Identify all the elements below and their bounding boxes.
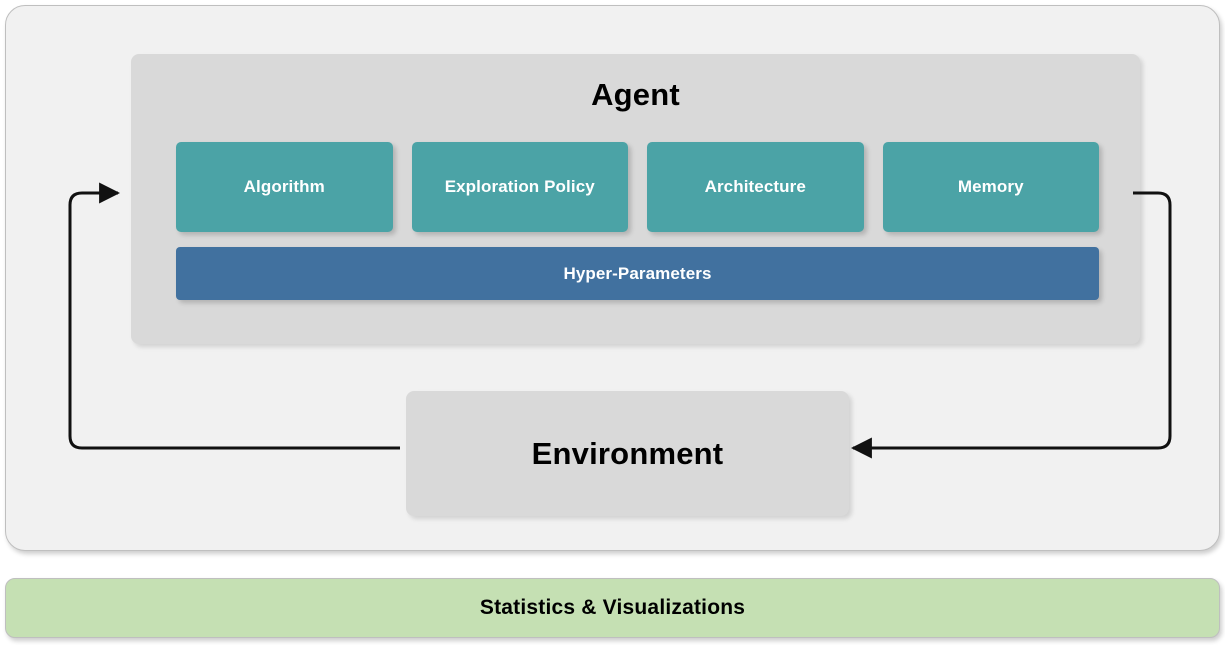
hyper-parameters-bar[interactable]: Hyper-Parameters — [176, 247, 1099, 300]
agent-component-memory[interactable]: Memory — [882, 142, 1099, 232]
statistics-visualizations-banner[interactable]: Statistics & Visualizations — [5, 578, 1220, 638]
agent-component-architecture[interactable]: Architecture — [647, 142, 864, 232]
agent-component-exploration-policy[interactable]: Exploration Policy — [411, 142, 628, 232]
environment-box[interactable]: Environment — [406, 391, 849, 516]
agent-panel-title: Agent — [591, 77, 680, 112]
agent-panel: Agent Algorithm Exploration Policy Archi… — [131, 54, 1140, 344]
agent-component-algorithm[interactable]: Algorithm — [176, 142, 393, 232]
agent-component-row: Algorithm Exploration Policy Architectur… — [176, 142, 1099, 232]
agent-environment-loop-panel: Agent Algorithm Exploration Policy Archi… — [5, 5, 1220, 551]
